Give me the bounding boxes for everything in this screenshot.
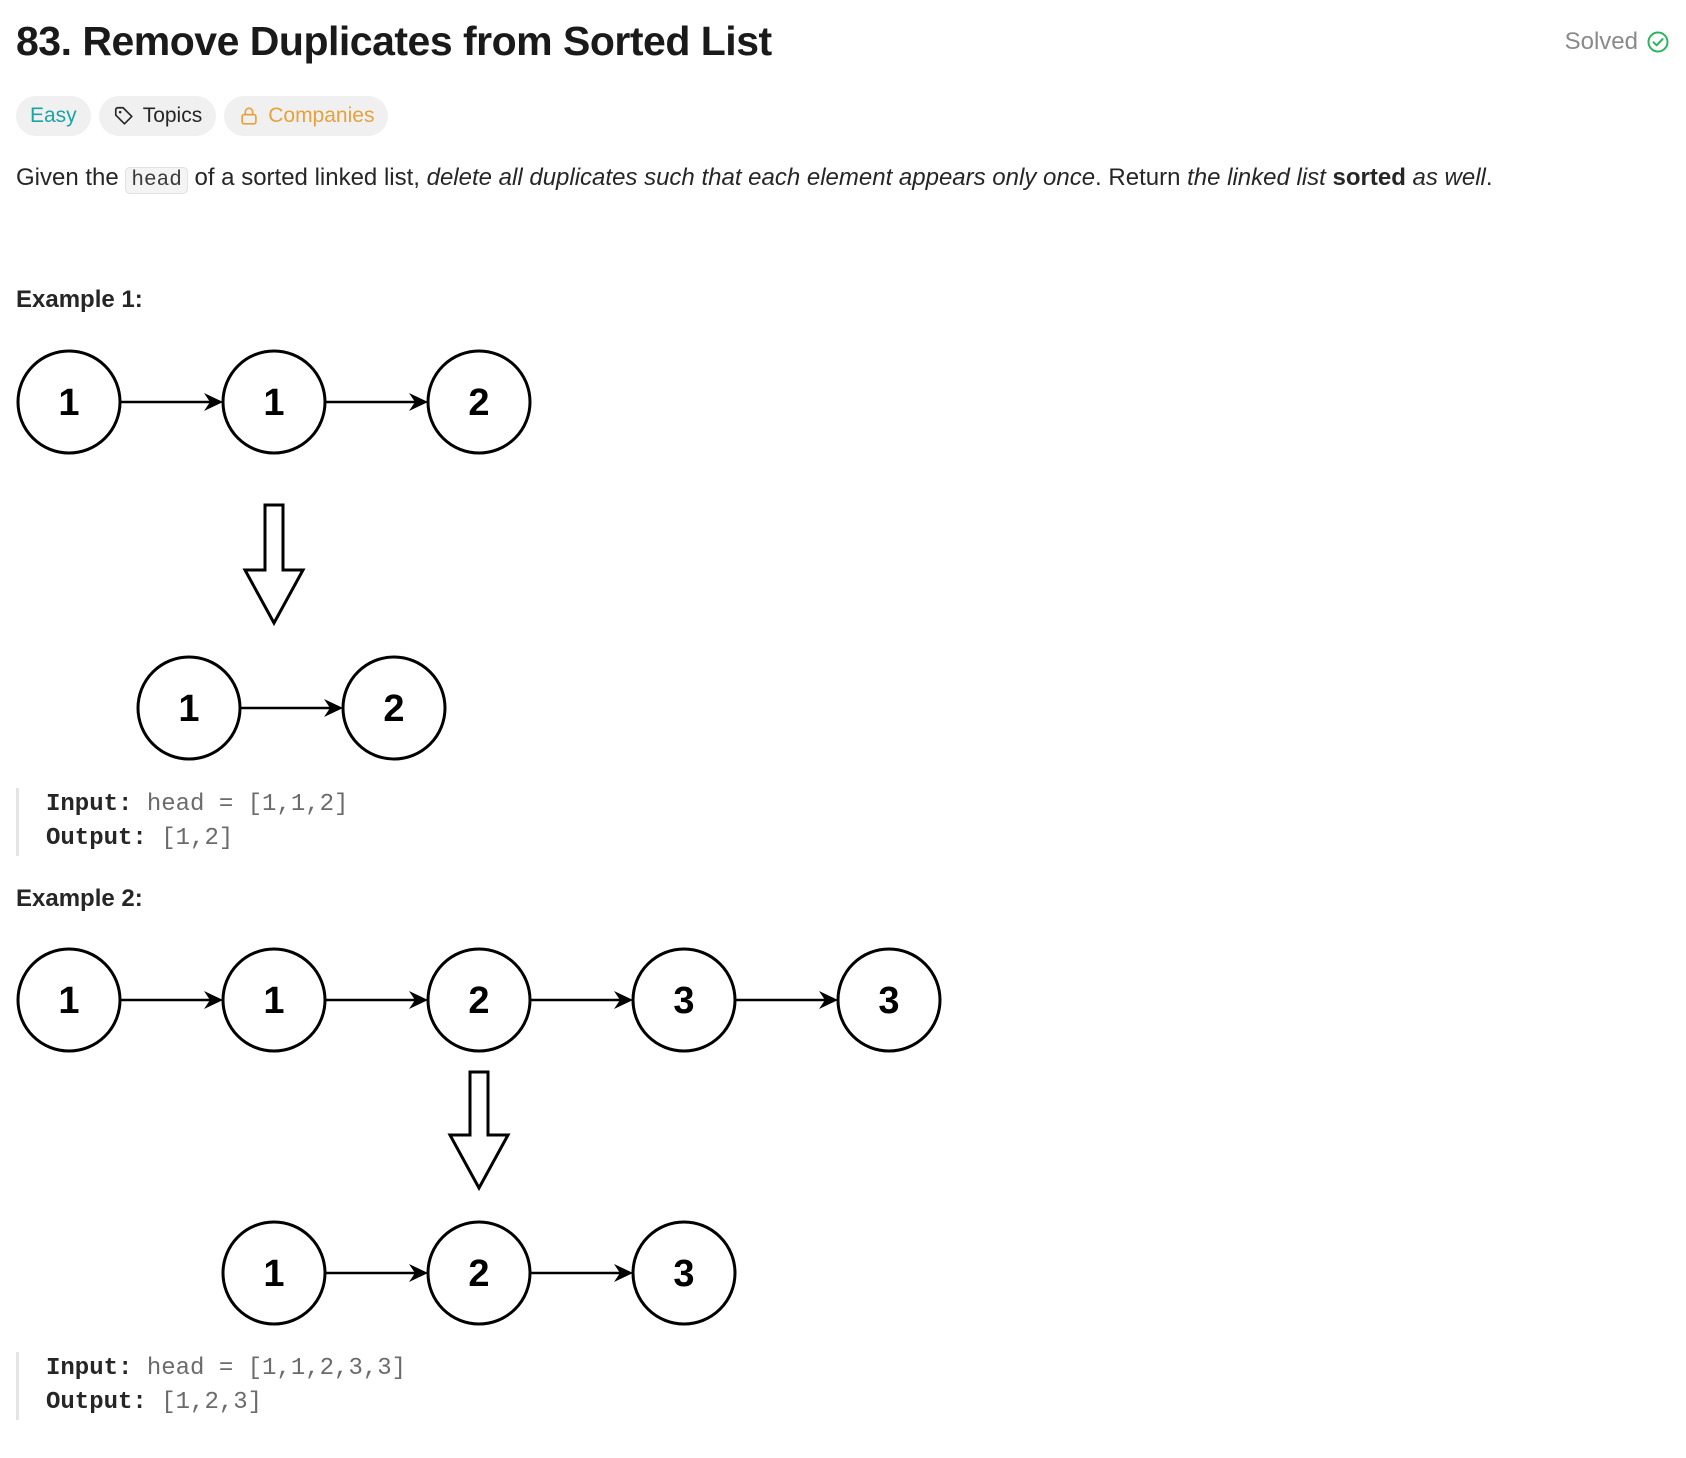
input-list-node-value: 1	[58, 382, 79, 424]
example-1-diagram: 1 1 2 1 2	[16, 349, 532, 761]
example-1-io: Input: head = [1,1,2] Output: [1,2]	[16, 788, 348, 856]
input-list-arrowhead	[409, 991, 428, 1009]
input-value: head = [1,1,2]	[146, 791, 349, 818]
difficulty-label: Easy	[30, 104, 77, 127]
companies-button[interactable]: Companies	[224, 96, 389, 136]
output-list-node-value: 1	[263, 1253, 284, 1295]
topics-label: Topics	[142, 104, 203, 127]
input-list-node-value: 1	[58, 980, 79, 1022]
input-list-arrowhead	[204, 393, 223, 411]
input-list-arrowhead	[819, 991, 838, 1009]
input-list-node-value: 3	[878, 980, 899, 1022]
output-list-node-value: 2	[468, 1253, 489, 1295]
topics-button[interactable]: Topics	[98, 96, 217, 136]
output-label: Output:	[46, 825, 147, 852]
output-list-node-value: 1	[178, 688, 199, 730]
example-1-title: Example 1:	[16, 286, 143, 313]
tag-row: Easy Topics Companies	[16, 96, 389, 136]
input-list-arrowhead	[204, 991, 223, 1009]
solved-status: Solved	[1565, 28, 1670, 56]
output-value: [1,2,3]	[161, 1389, 263, 1416]
problem-title: 83. Remove Duplicates from Sorted List	[16, 18, 772, 64]
input-label: Input:	[46, 791, 133, 818]
output-list-node-value: 2	[383, 688, 404, 730]
input-list-node-value: 1	[263, 382, 284, 424]
example-2-io: Input: head = [1,1,2,3,3] Output: [1,2,3…	[16, 1352, 406, 1420]
output-label: Output:	[46, 1389, 147, 1416]
input-list-node-value: 3	[673, 980, 694, 1022]
input-list-arrowhead	[614, 991, 633, 1009]
output-list-arrowhead	[614, 1264, 633, 1282]
output-list-arrowhead	[324, 699, 343, 717]
output-list-node	[631, 1220, 737, 1326]
input-value: head = [1,1,2,3,3]	[146, 1355, 407, 1382]
input-list-node-value: 1	[263, 980, 284, 1022]
example-2-diagram: 1 1 2 3 3 1 2 3	[16, 947, 942, 1326]
inline-code: head	[125, 167, 188, 194]
companies-label: Companies	[268, 104, 375, 127]
input-list-arrowhead	[409, 393, 428, 411]
transform-arrow	[447, 1070, 511, 1192]
output-list-arrowhead	[409, 1264, 428, 1282]
input-list-node-value: 2	[468, 980, 489, 1022]
input-label: Input:	[46, 1355, 133, 1382]
output-list-node-value: 3	[673, 1253, 694, 1295]
transform-arrow	[242, 503, 306, 627]
input-list-node	[426, 349, 532, 455]
input-list-node	[836, 947, 942, 1053]
output-list-node	[341, 655, 447, 761]
solved-label: Solved	[1564, 28, 1638, 55]
output-value: [1,2]	[161, 825, 234, 852]
example-2-title: Example 2:	[16, 885, 143, 912]
problem-header: 83. Remove Duplicates from Sorted List S…	[16, 14, 1670, 74]
input-list-node-value: 2	[468, 382, 489, 424]
tag-icon	[114, 106, 133, 125]
difficulty-badge[interactable]: Easy	[16, 96, 91, 136]
problem-description: Given the head of a sorted linked list, …	[16, 164, 1493, 194]
lock-icon	[241, 107, 257, 125]
check-circle-icon	[1647, 31, 1669, 53]
